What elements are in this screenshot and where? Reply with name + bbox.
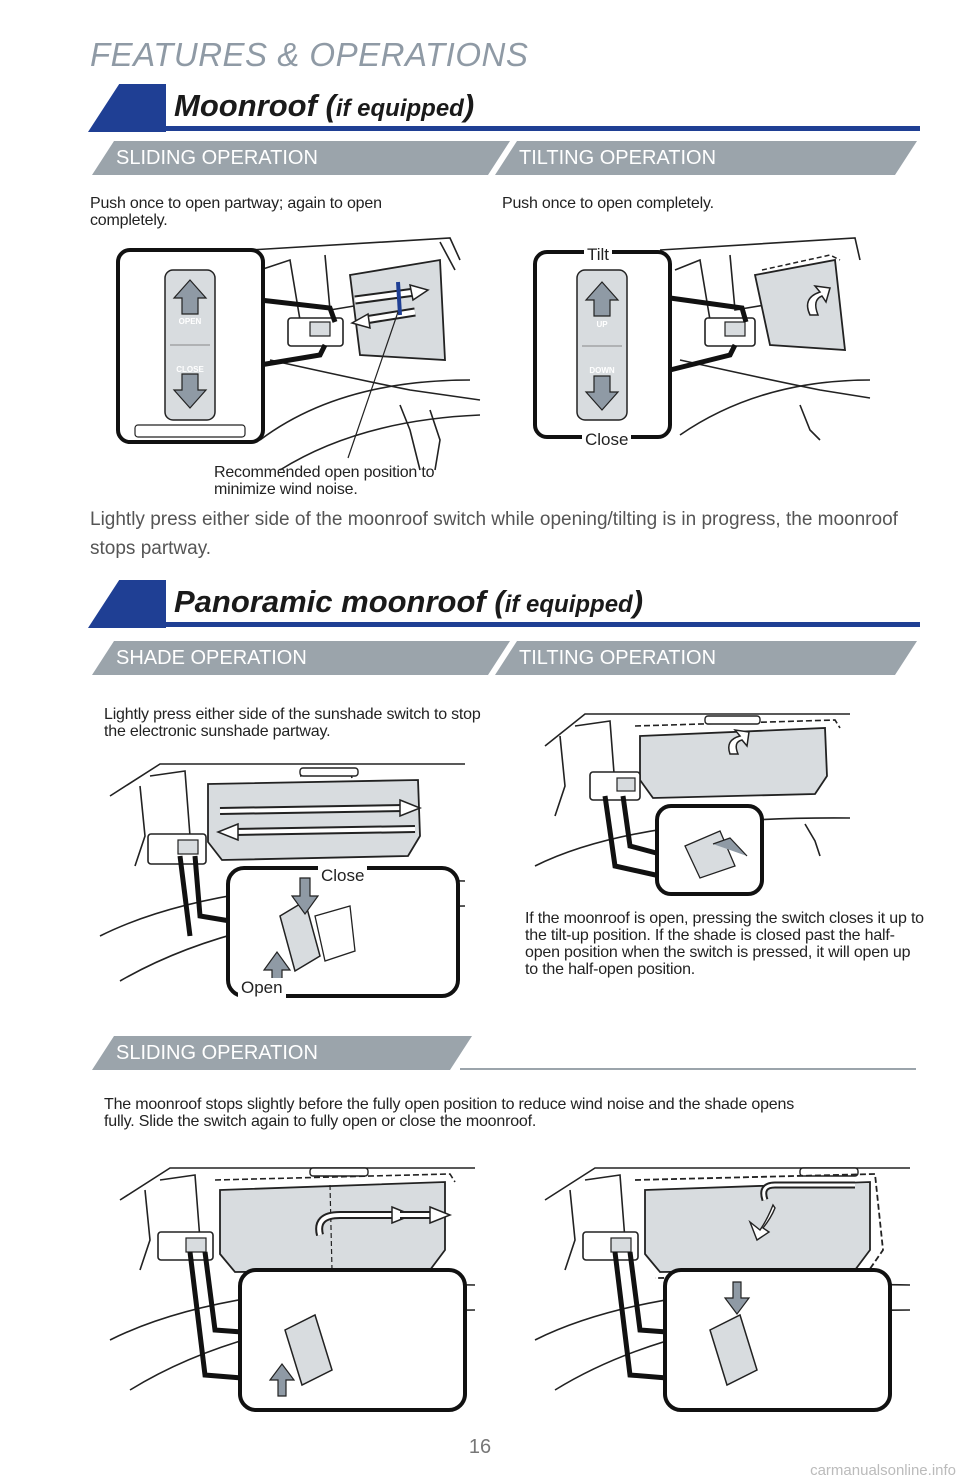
recommended-position-note: Recommended open position to minimize wi… — [214, 464, 435, 498]
switch-close-label: CLOSE — [176, 365, 204, 374]
section-flag — [88, 84, 166, 132]
sliding-caption: Push once to open partway; again to open… — [90, 195, 382, 229]
panoramic-title: Panoramic moonroof (if equipped) — [174, 584, 644, 619]
switch-down-label: DOWN — [589, 366, 615, 375]
shade-caption: Lightly press either side of the sunshad… — [104, 706, 481, 740]
tab-tilting-operation: TILTING OPERATION — [495, 141, 917, 175]
tab-panoramic-sliding-operation: SLIDING OPERATION — [92, 1036, 472, 1070]
panoramic-section-title: Panoramic moonroof (if equipped) — [88, 580, 920, 628]
switch-up-label: UP — [596, 320, 608, 329]
watermark: carmanualsonline.info — [810, 1462, 956, 1479]
moonroof-body-text: Lightly press either side of the moonroo… — [90, 509, 898, 559]
moonroof-title: Moonroof (if equipped) — [174, 88, 475, 123]
tab-panoramic-tilting-operation: TILTING OPERATION — [495, 641, 917, 675]
shade-close-label: Close — [318, 866, 368, 886]
panoramic-sliding-caption: The moonroof stops slightly before the f… — [104, 1096, 794, 1130]
panoramic-sliding-illustration-open — [109, 1167, 476, 1412]
panoramic-sliding-illustration-close — [534, 1167, 911, 1412]
section-rule — [148, 126, 920, 131]
tilt-label: Tilt — [584, 245, 613, 265]
sliding-illustration: OPEN CLOSE — [116, 237, 481, 471]
tab-sliding-operation: SLIDING OPERATION — [92, 141, 510, 175]
section-rule — [148, 622, 920, 627]
section-flag — [88, 580, 166, 628]
panoramic-tilting-caption: If the moonroof is open, pressing the sw… — [525, 910, 924, 978]
shade-open-label: Open — [238, 978, 286, 998]
tilting-caption: Push once to open completely. — [502, 195, 714, 212]
close-label: Close — [582, 430, 632, 450]
tab-shade-operation: SHADE OPERATION — [92, 641, 510, 675]
page-header: FEATURES & OPERATIONS — [90, 36, 529, 73]
shade-illustration — [99, 763, 466, 998]
switch-open-label: OPEN — [179, 317, 202, 326]
tab-underline — [460, 1068, 916, 1070]
tilting-illustration: UP DOWN — [533, 237, 871, 441]
page-number: 16 — [468, 1436, 492, 1458]
moonroof-section-title: Moonroof (if equipped) — [88, 84, 920, 132]
panoramic-tilting-illustration — [534, 713, 851, 896]
